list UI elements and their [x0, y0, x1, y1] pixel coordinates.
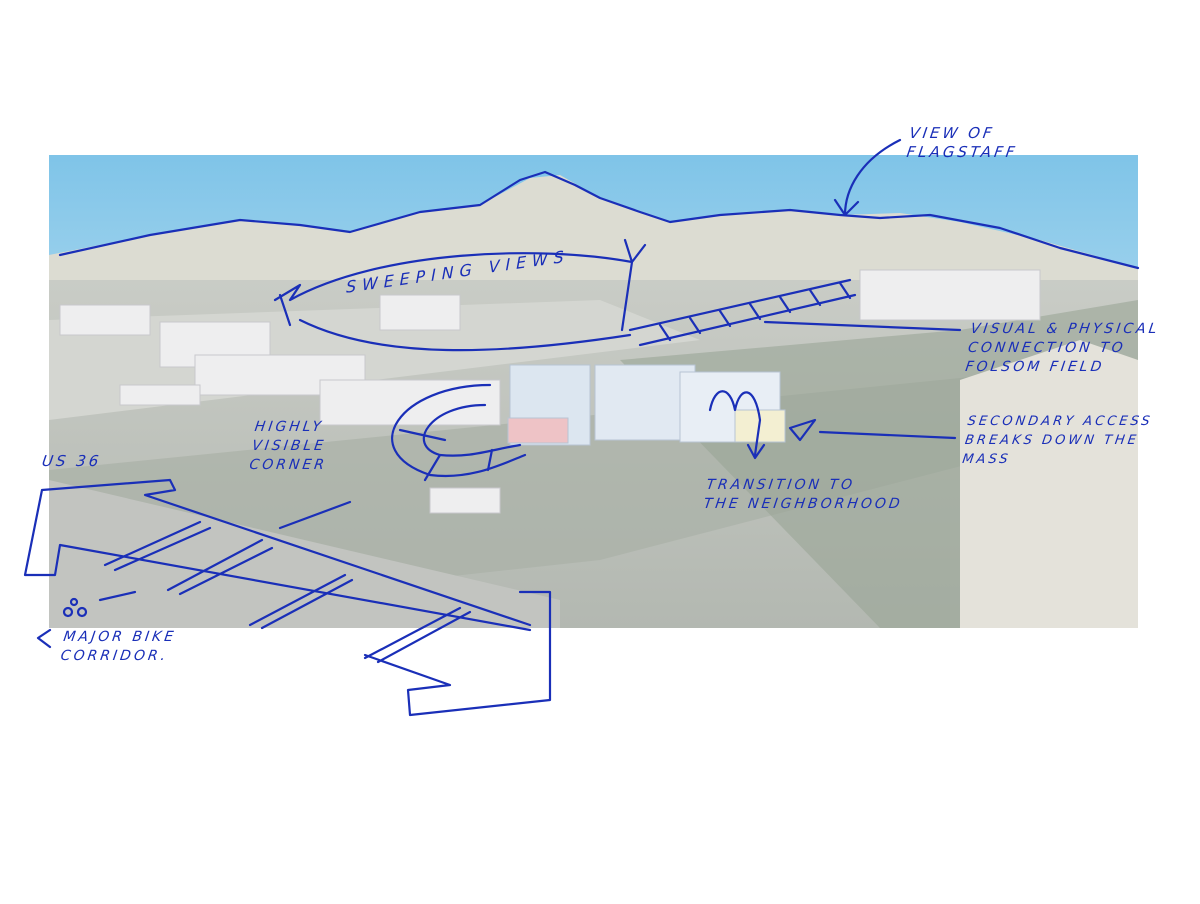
label-view-of-flagstaff: VIEW OF FLAGSTAFF	[905, 124, 1021, 162]
label-line: THE NEIGHBORHOOD	[702, 496, 904, 512]
label-line: VISIBLE	[250, 438, 328, 454]
label-us36: US 36	[40, 452, 103, 470]
us36-corridor	[23, 478, 552, 717]
label-visual-connection: VISUAL & PHYSICAL CONNECTION TO FOLSOM F…	[964, 320, 1161, 377]
label-line: HIGHLY	[253, 419, 325, 435]
label-line: VISUAL & PHYSICAL	[969, 321, 1161, 337]
label-line: BREAKS DOWN THE	[963, 433, 1140, 448]
folsom-connection-arrow	[628, 278, 962, 347]
mountains	[49, 175, 1138, 300]
corner-arc	[391, 383, 527, 482]
bike-arrow	[36, 628, 52, 649]
label-line: TRANSITION TO	[705, 477, 857, 493]
label-line: MASS	[961, 452, 1012, 467]
bike-icon	[62, 597, 88, 618]
label-line: MAJOR BIKE	[62, 629, 178, 645]
secondary-access-arrow	[788, 418, 957, 442]
ink-markup	[23, 138, 1140, 717]
label-bike-corridor: MAJOR BIKE CORRIDOR.	[59, 628, 178, 666]
label-line: CORRIDOR.	[59, 648, 170, 664]
buildings	[59, 269, 1041, 514]
label-line: CONNECTION TO	[966, 340, 1127, 356]
skyline-outline	[58, 170, 1140, 270]
label-line: FOLSOM FIELD	[964, 359, 1106, 375]
label-line: SECONDARY ACCESS	[966, 414, 1154, 429]
transition-arrow	[708, 390, 766, 460]
label-line: VIEW OF	[908, 124, 996, 142]
sweeping-views-arc	[273, 238, 647, 352]
flagstaff-arrow	[833, 138, 902, 217]
label-line: FLAGSTAFF	[905, 143, 1019, 161]
label-secondary-access: SECONDARY ACCESS BREAKS DOWN THE MASS	[961, 412, 1154, 469]
label-transition: TRANSITION TO THE NEIGHBORHOOD	[702, 476, 906, 514]
label-highly-visible-corner: HIGHLY VISIBLE CORNER	[248, 418, 334, 475]
proposed-building	[507, 364, 786, 446]
aerial-photo	[49, 155, 1138, 628]
label-line: CORNER	[248, 457, 329, 473]
